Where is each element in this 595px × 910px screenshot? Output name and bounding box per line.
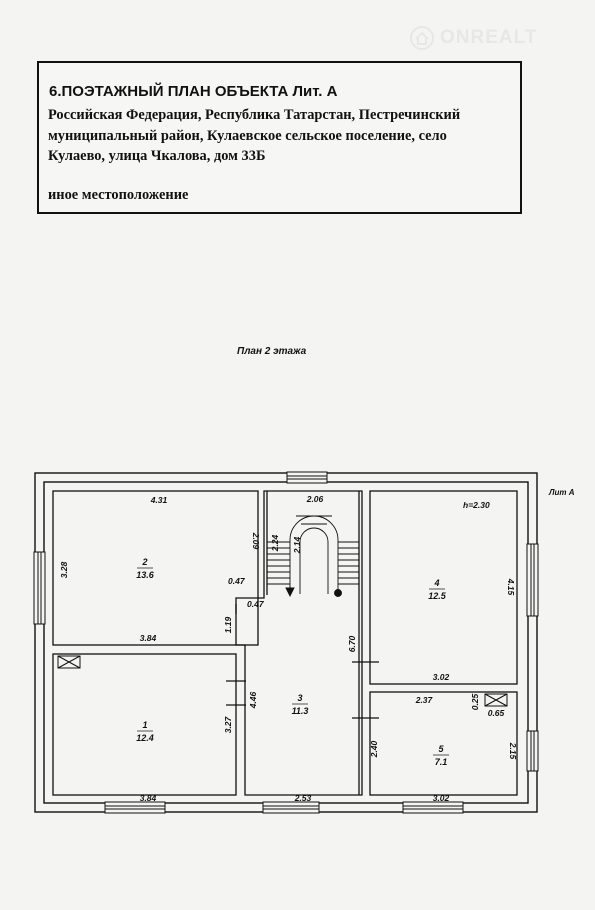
address-block: Российская Федерация, Республика Татарст… bbox=[48, 105, 520, 167]
dim-label: 0.25 bbox=[470, 693, 480, 710]
house-icon bbox=[410, 26, 434, 50]
room-1-number: 1 bbox=[142, 720, 147, 730]
room-3-area: 11.3 bbox=[292, 706, 309, 716]
lit-label: Лит А bbox=[549, 488, 575, 497]
internal-walls bbox=[52, 490, 518, 796]
dim-label: 4.31 bbox=[150, 495, 168, 505]
dim-label: 2.53 bbox=[294, 793, 312, 803]
room-2-area: 13.6 bbox=[136, 570, 155, 580]
dim-label: 2.09 bbox=[251, 532, 261, 550]
dim-label: 3.02 bbox=[433, 672, 450, 682]
dim-label: 2.40 bbox=[369, 740, 379, 758]
dim-label: 3.84 bbox=[140, 793, 157, 803]
room-5-area: 7.1 bbox=[435, 757, 448, 767]
document-title: 6.ПОЭТАЖНЫЙ ПЛАН ОБЪЕКТА Лит. А bbox=[49, 83, 338, 100]
windows bbox=[33, 471, 539, 814]
dim-label: 2.06 bbox=[306, 494, 324, 504]
room-labels: 2 13.6 1 12.4 3 11.3 4 12.5 5 7.1 bbox=[136, 557, 449, 767]
room-5-number: 5 bbox=[438, 744, 444, 754]
dim-label: 3.28 bbox=[59, 561, 69, 578]
watermark: ONREALT bbox=[410, 22, 585, 54]
dim-label: 2.24 bbox=[270, 534, 280, 552]
plan-caption: План 2 этажа bbox=[237, 346, 307, 357]
ceiling-height: h=2.30 bbox=[463, 500, 490, 510]
room-2-number: 2 bbox=[141, 557, 147, 567]
address-line: муниципальный район, Кулаевское сельское… bbox=[48, 127, 447, 144]
dim-label: 1.19 bbox=[223, 616, 233, 633]
dim-label: 0.47 bbox=[228, 576, 246, 586]
dim-label: 3.84 bbox=[140, 633, 157, 643]
dim-label: 3.27 bbox=[223, 715, 233, 733]
room-3-number: 3 bbox=[297, 693, 302, 703]
dim-label: 2.15 bbox=[508, 742, 518, 760]
room-4-number: 4 bbox=[433, 578, 439, 588]
dim-label: 2.37 bbox=[415, 695, 434, 705]
dim-label: 0.65 bbox=[488, 708, 505, 718]
door-marks bbox=[226, 604, 379, 719]
location-note: иное местоположение bbox=[48, 187, 189, 203]
dimension-labels: 4.31 3.28 2.09 0.47 3.84 2.06 2.24 2.14 … bbox=[59, 494, 518, 803]
room-1-area: 12.4 bbox=[136, 733, 154, 743]
dim-label: 6.70 bbox=[347, 635, 357, 652]
header-box: 6.ПОЭТАЖНЫЙ ПЛАН ОБЪЕКТА Лит. А Российск… bbox=[37, 61, 522, 214]
dim-label: 2.14 bbox=[292, 536, 302, 554]
room-4-area: 12.5 bbox=[428, 591, 447, 601]
address-line: Кулаево, улица Чкалова, дом 33Б bbox=[48, 148, 266, 164]
dim-label: 4.15 bbox=[506, 578, 516, 596]
dim-label: 4.46 bbox=[248, 691, 258, 709]
vent-ducts bbox=[57, 655, 508, 707]
dim-label: 0.47 bbox=[247, 599, 265, 609]
watermark-text: ONREALT bbox=[440, 27, 538, 48]
staircase bbox=[267, 515, 359, 598]
address-line: Российская Федерация, Республика Татарст… bbox=[48, 107, 461, 123]
dim-label: 3.02 bbox=[433, 793, 450, 803]
outer-walls bbox=[34, 472, 538, 813]
